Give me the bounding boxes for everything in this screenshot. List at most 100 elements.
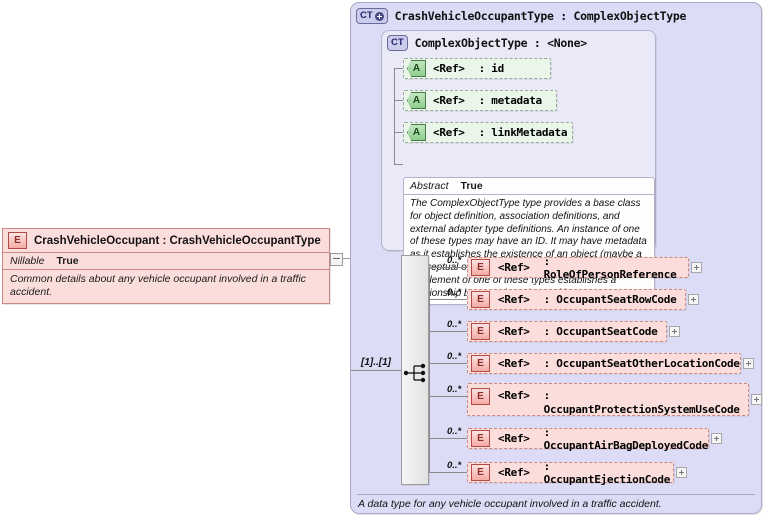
complex-type-title: CrashVehicleOccupantType : ComplexObject… <box>394 9 687 23</box>
attribute-badge-icon: A <box>407 92 426 109</box>
divider <box>3 269 329 270</box>
property-value: True <box>56 255 79 267</box>
element-name: : OccupantSeatOtherLocationCode <box>543 357 740 370</box>
element-documentation: Common details about any vehicle occupan… <box>10 273 306 299</box>
cardinality-label: 0..* <box>447 426 462 437</box>
tree-branch <box>394 164 403 165</box>
element-badge-icon: E <box>471 430 490 447</box>
element-box-occupant-seat-row-code[interactable]: E <Ref> : OccupantSeatRowCode <box>467 289 686 310</box>
element-name: : OccupantProtectionSystemUseCode <box>543 389 740 416</box>
expand-button[interactable] <box>691 262 702 273</box>
connector-line <box>429 363 467 364</box>
element-tree-trunk <box>429 267 430 473</box>
attribute-row[interactable]: A <Ref> : id <box>403 58 553 79</box>
element-badge-icon: E <box>8 232 27 249</box>
attribute-badge-icon: A <box>407 60 426 77</box>
element-badge-icon: E <box>471 291 490 308</box>
element-card-header: E CrashVehicleOccupant : CrashVehicleOcc… <box>3 229 329 252</box>
attribute-name: : linkMetadata <box>478 126 568 139</box>
abstract-property-row: Abstract True <box>404 178 654 194</box>
plus-circle-icon[interactable] <box>374 11 384 21</box>
sequence-cardinality-label: [1]..[1] <box>361 357 391 368</box>
connector-line <box>429 267 467 268</box>
property-key: Nillable <box>10 255 45 267</box>
connector-line <box>429 299 467 300</box>
collapse-toggle-button[interactable] <box>330 253 343 266</box>
element-card-title: CrashVehicleOccupant : CrashVehicleOccup… <box>34 234 321 247</box>
tree-branch <box>394 68 403 69</box>
element-property-nillable: Nillable True <box>3 253 329 269</box>
expand-button[interactable] <box>711 433 722 444</box>
element-ref: <Ref> <box>498 466 530 479</box>
sequence-compositor-box[interactable] <box>401 255 429 485</box>
sequence-input-connector <box>351 370 402 371</box>
divider <box>3 252 329 253</box>
element-name: : RoleOfPersonReference <box>543 254 677 281</box>
cardinality-label: 0..* <box>447 287 462 298</box>
attribute-box[interactable]: A <Ref> : id <box>403 58 551 79</box>
element-box-role-of-person-reference[interactable]: E <Ref> : RoleOfPersonReference <box>467 254 689 281</box>
element-name: : OccupantSeatRowCode <box>543 293 677 306</box>
element-box-occupant-seat-other-location-code[interactable]: E <Ref> : OccupantSeatOtherLocationCode <box>467 353 741 374</box>
element-badge-icon: E <box>471 388 490 405</box>
base-type-header: CT ComplexObjectType : <None> <box>382 31 655 51</box>
element-ref: <Ref> <box>498 389 530 402</box>
expand-button[interactable] <box>676 467 687 478</box>
cardinality-label: 0..* <box>447 460 462 471</box>
element-ref: <Ref> <box>498 357 530 370</box>
attribute-name: : id <box>478 62 505 75</box>
complex-type-header: CT CrashVehicleOccupantType : ComplexObj… <box>351 3 761 24</box>
abstract-documentation-box: Abstract True The ComplexObjectType type… <box>403 177 655 306</box>
element-ref: <Ref> <box>498 293 530 306</box>
element-badge-icon: E <box>471 323 490 340</box>
element-box-occupant-air-bag-deployed-code[interactable]: E <Ref> : OccupantAirBagDeployedCode <box>467 425 709 452</box>
tree-branch <box>394 132 403 133</box>
expand-button[interactable] <box>743 358 754 369</box>
element-name: : OccupantSeatCode <box>543 325 658 338</box>
attribute-box[interactable]: A <Ref> : linkMetadata <box>403 122 573 143</box>
abstract-documentation-text: The ComplexObjectType type provides a ba… <box>410 198 648 299</box>
attribute-ref: <Ref> <box>433 126 465 139</box>
divider <box>357 494 755 495</box>
expand-button[interactable] <box>669 326 680 337</box>
attribute-row[interactable]: A <Ref> : metadata <box>403 90 559 111</box>
tree-branch <box>394 100 403 101</box>
cardinality-label: 0..* <box>447 384 462 395</box>
attribute-box[interactable]: A <Ref> : metadata <box>403 90 557 111</box>
element-card-crash-vehicle-occupant[interactable]: E CrashVehicleOccupant : CrashVehicleOcc… <box>2 228 330 305</box>
element-badge-icon: E <box>471 464 490 481</box>
element-box-occupant-protection-system-use-code[interactable]: E <Ref> : OccupantProtectionSystemUseCod… <box>467 383 749 416</box>
attribute-row[interactable]: A <Ref> : linkMetadata <box>403 122 575 143</box>
expand-button[interactable] <box>751 394 762 405</box>
attribute-name: : metadata <box>478 94 543 107</box>
cardinality-label: 0..* <box>447 351 462 362</box>
element-badge-icon: E <box>471 355 490 372</box>
complex-type-badge-icon: CT <box>356 8 388 24</box>
connector-line <box>429 438 467 439</box>
element-badge-icon: E <box>471 259 490 276</box>
attribute-ref: <Ref> <box>433 94 465 107</box>
property-key: Abstract <box>410 180 449 192</box>
element-box-occupant-ejection-code[interactable]: E <Ref> : OccupantEjectionCode <box>467 459 674 486</box>
sequence-icon <box>403 363 426 383</box>
property-value: True <box>460 180 483 192</box>
complex-type-panel-crash-vehicle-occupant-type: CT CrashVehicleOccupantType : ComplexObj… <box>350 2 762 514</box>
attribute-ref: <Ref> <box>433 62 465 75</box>
element-box-occupant-seat-code[interactable]: E <Ref> : OccupantSeatCode <box>467 321 667 342</box>
connector-line <box>429 472 467 473</box>
element-ref: <Ref> <box>498 261 530 274</box>
panel-footer-documentation: A data type for any vehicle occupant inv… <box>358 498 662 510</box>
base-type-panel-complex-object-type: CT ComplexObjectType : <None> A <Ref> : … <box>381 30 656 306</box>
element-name: : OccupantAirBagDeployedCode <box>543 425 709 452</box>
attribute-badge-icon: A <box>407 124 426 141</box>
base-type-title: ComplexObjectType : <None> <box>414 36 588 50</box>
tree-trunk <box>394 68 395 165</box>
cardinality-label: 0..* <box>447 255 462 266</box>
element-ref: <Ref> <box>498 325 530 338</box>
base-type-badge-icon: CT <box>387 35 408 51</box>
connector-line <box>429 331 467 332</box>
expand-button[interactable] <box>688 294 699 305</box>
element-name: : OccupantEjectionCode <box>543 459 671 486</box>
element-ref: <Ref> <box>498 432 530 445</box>
connector-line <box>429 396 467 397</box>
